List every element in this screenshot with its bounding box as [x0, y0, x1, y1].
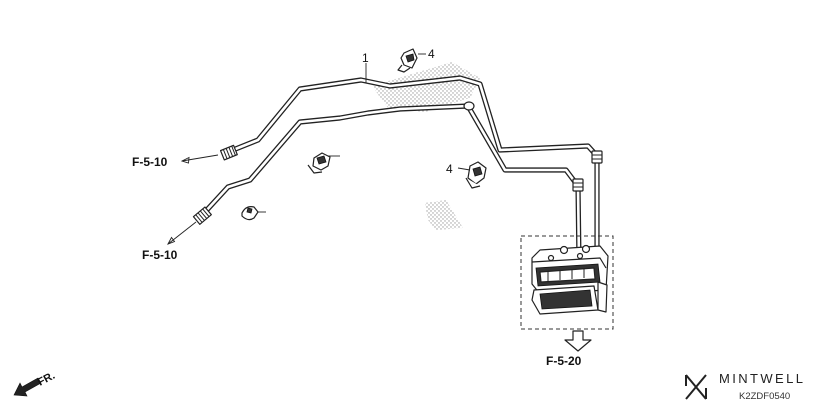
ref-f-5-10-lower: F-5-10: [142, 248, 178, 262]
clamp-middle-icon: [307, 152, 331, 174]
clamp-right-icon: [465, 161, 487, 189]
clamp-top-icon: [397, 48, 418, 73]
leader-lines: [167, 53, 471, 245]
frame-shading: [372, 62, 480, 230]
ref-f-5-20: F-5-20: [546, 354, 582, 368]
mintwell-logo-icon: [685, 374, 707, 400]
abs-modulator: [520, 235, 614, 330]
flare-nut-right: [591, 150, 603, 164]
brand-name: MINTWELL: [719, 371, 806, 386]
line-joint: [463, 101, 475, 111]
arrow-down-icon: [564, 330, 592, 352]
part-number-1: 1: [362, 51, 369, 65]
fitting-upper: [219, 144, 238, 161]
part-number-4-middle: 4: [446, 162, 453, 176]
flare-nut-left: [572, 178, 584, 192]
front-direction-icon: [13, 377, 42, 397]
fitting-lower: [192, 206, 212, 225]
ref-f-5-10-upper: F-5-10: [132, 155, 168, 169]
part-number-4-top: 4: [428, 47, 435, 61]
brake-line-upper: [230, 75, 600, 265]
diagram-code: K2ZDF0540: [739, 391, 791, 402]
clip-icon: [241, 206, 259, 221]
brake-line-lower: [202, 103, 582, 265]
front-direction-label: FR.: [36, 370, 57, 389]
